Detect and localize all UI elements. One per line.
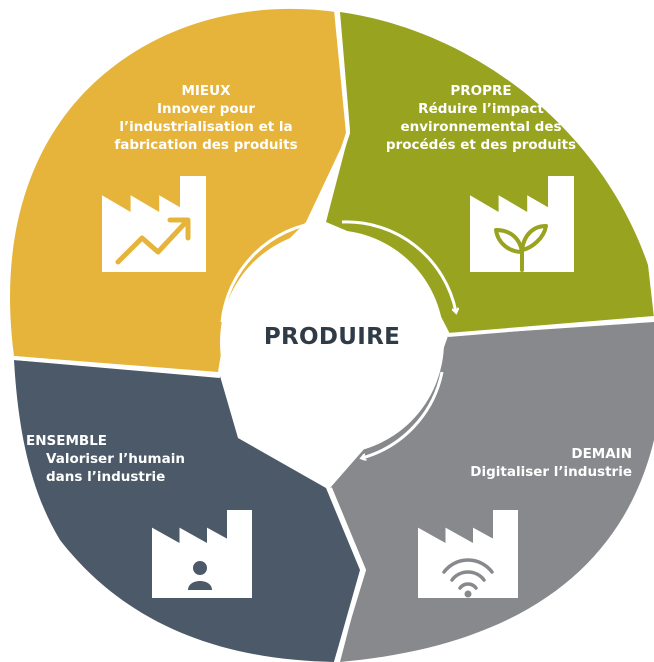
segment-demain-heading: DEMAIN bbox=[571, 446, 632, 462]
segment-ensemble-description: Valoriser l’humain dans l’industrie bbox=[46, 451, 185, 485]
segment-demain bbox=[330, 322, 654, 662]
arrow-bottom bbox=[362, 371, 444, 458]
arrow-left bbox=[222, 370, 307, 454]
factory-wifi-icon bbox=[418, 510, 518, 598]
segment-ensemble-text: ENSEMBLE Valoriser l’humain dans l’indus… bbox=[26, 432, 236, 486]
factory-person-icon bbox=[152, 510, 252, 598]
segment-mieux-heading: MIEUX bbox=[181, 83, 231, 99]
segment-propre-heading: PROPRE bbox=[450, 83, 512, 99]
segment-propre-description: Réduire l’impact environnemental des pro… bbox=[385, 101, 577, 153]
arrow-top bbox=[220, 222, 322, 323]
center-label: PRODUIRE bbox=[263, 324, 401, 350]
factory-growth-arrow-icon bbox=[102, 176, 206, 272]
segment-mieux bbox=[10, 8, 348, 372]
segment-mieux-text: MIEUX Innover pour l’industrialisation e… bbox=[96, 82, 316, 154]
factory-leaves-icon bbox=[470, 176, 574, 272]
segment-ensemble bbox=[14, 360, 360, 662]
segment-demain-description: Digitaliser l’industrie bbox=[470, 464, 632, 480]
segment-ensemble-heading: ENSEMBLE bbox=[26, 433, 108, 449]
segment-propre-text: PROPRE Réduire l’impact environnemental … bbox=[336, 82, 626, 154]
cycle-arrows bbox=[222, 222, 456, 458]
segment-mieux-description: Innover pour l’industrialisation et la f… bbox=[114, 101, 298, 153]
segment-demain-text: DEMAIN Digitaliser l’industrie bbox=[400, 445, 632, 481]
arrow-right bbox=[341, 220, 456, 312]
